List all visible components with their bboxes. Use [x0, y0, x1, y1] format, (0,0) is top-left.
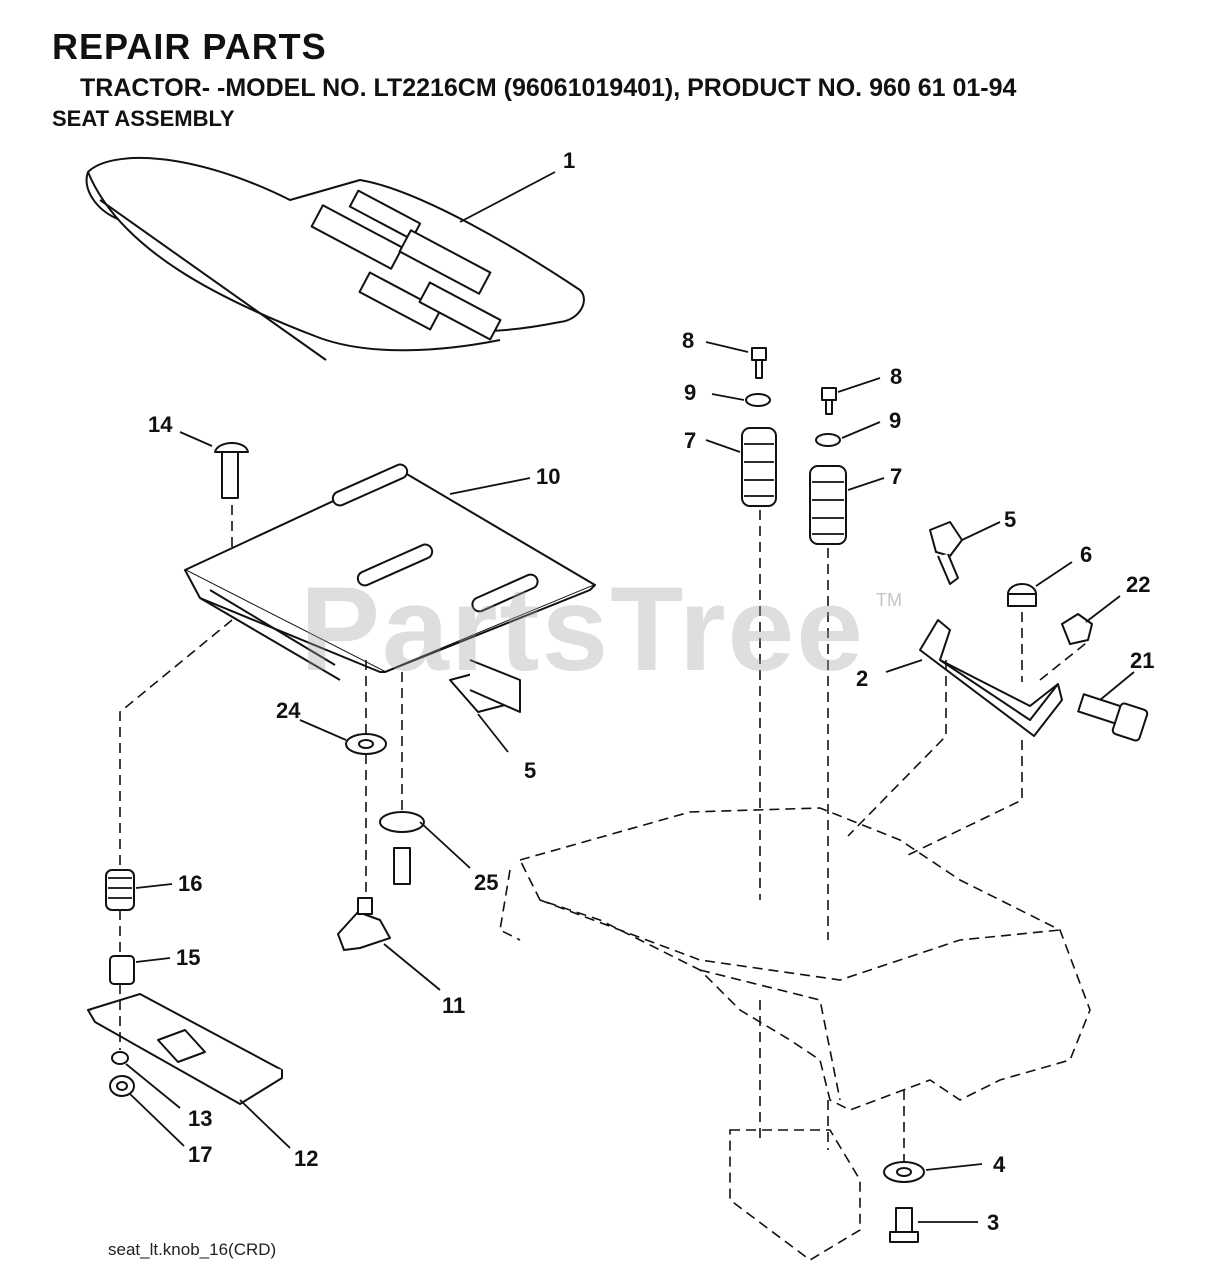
bolt-right-part: [821, 377, 881, 415]
lock-washer-part: [109, 1075, 185, 1147]
callout-8-right: 8: [890, 364, 902, 389]
seat-part: [85, 156, 585, 361]
carriage-bolt-part: [179, 431, 249, 499]
callout-1: 1: [563, 148, 575, 173]
seat-switch-part: [449, 659, 521, 753]
nut-part: [1061, 595, 1121, 645]
callout-8-left: 8: [682, 328, 694, 353]
section-title: SEAT ASSEMBLY: [52, 106, 235, 131]
switch-bracket-part: [929, 521, 1001, 585]
callout-4: 4: [993, 1152, 1006, 1177]
washer-right-part: [815, 421, 881, 447]
callout-16: 16: [178, 871, 202, 896]
frame-bolt-part: [889, 1207, 978, 1243]
callout-25: 25: [474, 870, 498, 895]
pivot-bolt-part: [1077, 671, 1149, 742]
diagram-reference: seat_lt.knob_16(CRD): [108, 1240, 277, 1259]
tractor-frame-part: [499, 807, 1091, 1261]
seat-bracket-part: [885, 619, 1063, 737]
flat-washer-part: [299, 719, 387, 755]
callout-14: 14: [148, 412, 173, 437]
callout-7-left: 7: [684, 428, 696, 453]
spring-left-part: [705, 427, 777, 507]
model-subtitle: TRACTOR- -MODEL NO. LT2216CM (9606101940…: [80, 74, 1017, 102]
callout-17: 17: [188, 1142, 212, 1167]
callout-6: 6: [1080, 542, 1092, 567]
callout-15: 15: [176, 945, 200, 970]
washer-left-part: [711, 393, 771, 407]
page-title: REPAIR PARTS: [52, 26, 327, 67]
callout-7-right: 7: [890, 464, 902, 489]
locknut-part: [1007, 561, 1073, 607]
bolt-left-part: [705, 341, 767, 379]
callout-12: 12: [294, 1146, 318, 1171]
callout-9-right: 9: [889, 408, 901, 433]
callout-24: 24: [276, 698, 301, 723]
assembly-guide-lines: [119, 505, 1091, 1162]
callout-3: 3: [987, 1210, 999, 1235]
callout-21: 21: [1130, 648, 1154, 673]
callout-2: 2: [856, 666, 868, 691]
bushing-part: [109, 955, 171, 985]
shoulder-bolt-part: [379, 811, 471, 885]
partstree-watermark: PartsTree: [300, 562, 866, 696]
seat-knob-part: [337, 897, 441, 991]
seat-plate-part: [87, 993, 291, 1149]
callout-5-upper: 5: [1004, 507, 1016, 532]
seat-pan-part: [184, 463, 596, 681]
hex-nut-part: [111, 1051, 181, 1109]
seat-spring-part: [105, 869, 173, 911]
spring-right-part: [809, 465, 885, 545]
trademark-mark: TM: [876, 590, 902, 610]
callout-11: 11: [442, 993, 465, 1018]
frame-washer-part: [883, 1161, 983, 1183]
callout-5-lower: 5: [524, 758, 536, 783]
callout-13: 13: [188, 1106, 212, 1131]
callout-10: 10: [536, 464, 560, 489]
callout-22: 22: [1126, 572, 1150, 597]
callout-9-left: 9: [684, 380, 696, 405]
